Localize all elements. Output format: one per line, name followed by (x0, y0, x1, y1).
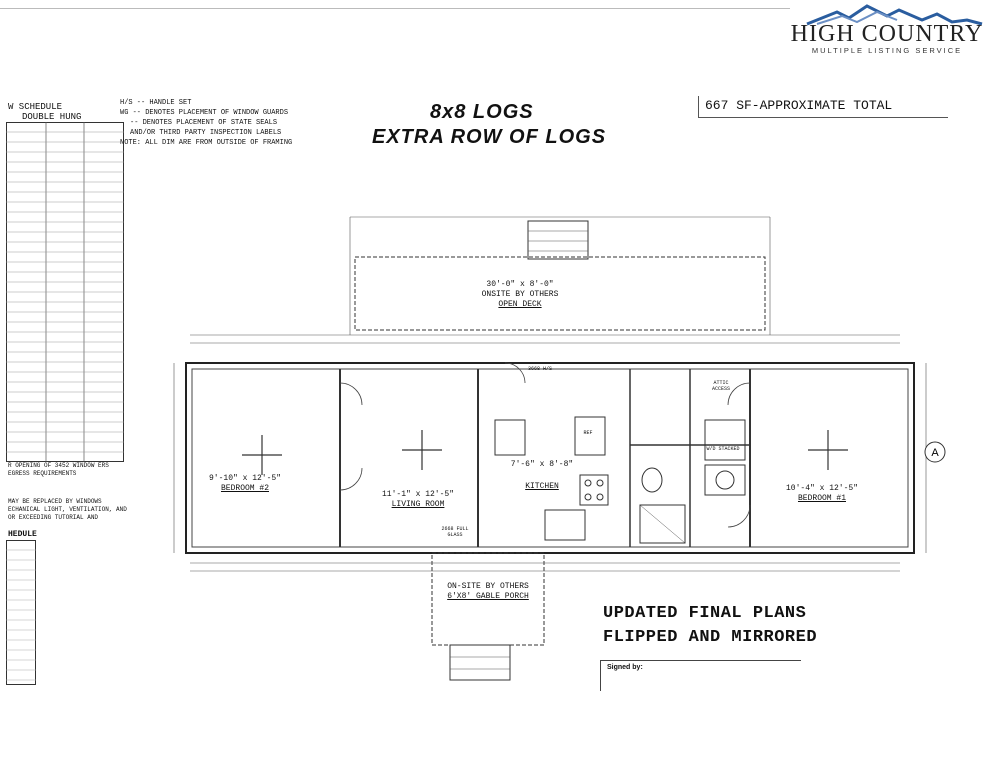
window-schedule-table (6, 122, 124, 462)
ceiling-fan-bedroom1 (808, 430, 848, 470)
floor-plan: A (173, 216, 946, 681)
house-inner-wall (191, 368, 909, 548)
kitchen-name: KITCHEN (525, 482, 559, 491)
updated-line1: UPDATED FINAL PLANS (603, 604, 807, 623)
schedule-title-line2: DOUBLE HUNG (22, 112, 82, 122)
house-outer-wall (185, 362, 915, 554)
ref-label: REF (583, 430, 593, 436)
kitchen-size: 7'-6" x 8'-8" (510, 460, 574, 469)
mountain-logo-icon (806, 4, 983, 26)
bedroom2-label: 9'-10" x 12'-5" BEDROOM #2 (195, 474, 295, 494)
window-schedule-title: W SCHEDULE DOUBLE HUNG (8, 102, 81, 122)
door-3668-label: 3668 H/S (527, 366, 552, 372)
approx-total: 667 SF-APPROXIMATE TOTAL (698, 96, 948, 118)
section-marker (924, 441, 946, 463)
door-schedule-table (6, 540, 36, 685)
bedroom1-label: 10'-4" x 12'-5" BEDROOM #1 (772, 484, 872, 504)
updated-notice: UPDATED FINAL PLANS FLIPPED AND MIRRORED (603, 602, 817, 650)
logo-subtitle: MULTIPLE LISTING SERVICE (811, 46, 963, 55)
porch-label: ON-SITE BY OTHERS 6'X8' GABLE PORCH (430, 582, 546, 602)
shower (639, 504, 686, 544)
schedule-title-line1: W SCHEDULE (8, 102, 63, 112)
legend-line-1: H/S -- HANDLE SET (120, 99, 192, 107)
ceiling-fan-bedroom2 (242, 435, 282, 475)
top-rule (0, 8, 790, 9)
kitchen-label: 7'-6" x 8'-8" KITCHEN (502, 460, 582, 492)
sink (544, 509, 586, 541)
deck-by: ONSITE BY OTHERS (481, 290, 559, 299)
deck-name: OPEN DECK (498, 300, 542, 309)
schedule-note: R OPENING OF 3452 WINDOW ERS EGRESS REQU… (8, 462, 109, 477)
signature-line (600, 660, 801, 691)
signed-label: Signed by: (607, 664, 643, 671)
door-schedule-title: HEDULE (8, 530, 37, 539)
porch-steps (449, 644, 511, 681)
stacked-label: W/D STACKED (706, 446, 740, 452)
living-size: 11'-1" x 12'-5" (381, 490, 454, 499)
plan-title-line1: 8x8 LOGS (430, 101, 534, 123)
legend-line-2: WG -- DENOTES PLACEMENT OF WINDOW GUARDS (120, 109, 289, 117)
porch-by: ON-SITE BY OTHERS (447, 582, 529, 591)
legend-line-5: NOTE: ALL DIM ARE FROM OUTSIDE OF FRAMIN… (120, 139, 293, 147)
bedroom2-size: 9'-10" x 12'-5" (208, 474, 281, 483)
bedroom1-size: 10'-4" x 12'-5" (785, 484, 858, 493)
plan-title-line2: EXTRA ROW OF LOGS (372, 126, 607, 148)
range (579, 474, 609, 506)
stacked-wd (704, 419, 746, 461)
full-glass-label: 2668 FULL GLASS (441, 526, 469, 538)
deck-steps (527, 220, 589, 260)
legend-line-4: AND/OR THIRD PARTY INSPECTION LABELS (130, 129, 282, 137)
updated-line2: FLIPPED AND MIRRORED (603, 628, 818, 647)
living-name: LIVING ROOM (391, 500, 445, 509)
porch-name: 6'X8' GABLE PORCH (447, 592, 529, 601)
logo-title: HIGH COUNTRY (790, 21, 984, 47)
dw-box (494, 419, 526, 456)
deck-label: 30'-0" x 8'-0" ONSITE BY OTHERS OPEN DEC… (460, 280, 580, 310)
fridge (574, 416, 606, 456)
mls-logo: HIGH COUNTRY MULTIPLE LISTING SERVICE (787, 4, 987, 55)
toilet (641, 467, 663, 493)
living-label: 11'-1" x 12'-5" LIVING ROOM (368, 490, 468, 510)
attic-label: ATTIC ACCESS (711, 380, 730, 392)
deck-outline (354, 256, 766, 331)
deck-size: 30'-0" x 8'-0" (486, 280, 554, 289)
section-marker-label: A (931, 447, 939, 459)
legend: H/S -- HANDLE SET WG -- DENOTES PLACEMEN… (120, 98, 292, 148)
ceiling-fan-living (402, 430, 442, 470)
water-heater (704, 464, 746, 496)
bedroom2-name: BEDROOM #2 (220, 484, 269, 493)
schedule-note-2: MAY BE REPLACED BY WINDOWS ECHANICAL LIG… (8, 498, 127, 521)
bedroom1-name: BEDROOM #1 (797, 494, 846, 503)
legend-line-3: -- DENOTES PLACEMENT OF STATE SEALS (130, 119, 278, 127)
